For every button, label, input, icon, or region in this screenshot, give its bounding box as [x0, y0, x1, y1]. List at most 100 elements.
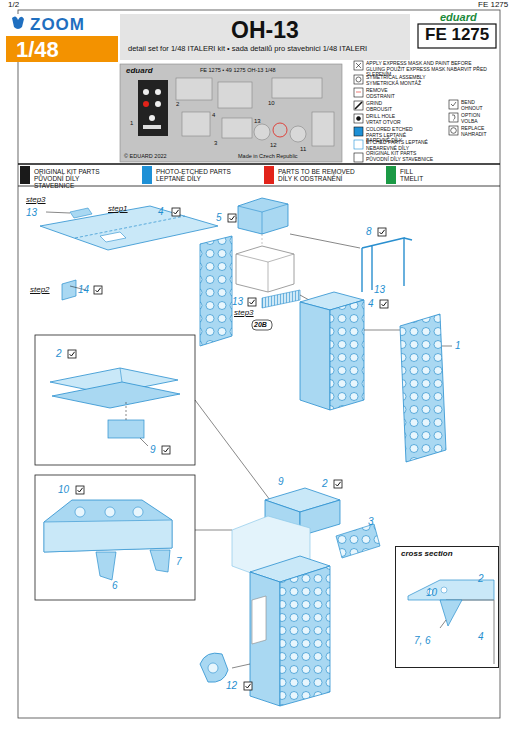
- callout-number: 9: [278, 476, 284, 487]
- drawing-line: [442, 346, 452, 347]
- drawing-polygon: [100, 232, 126, 242]
- drawing-line: [290, 234, 360, 248]
- drawing-polygon: [330, 300, 364, 410]
- fret-copyright: © EDUARD 2022: [124, 153, 167, 159]
- step-label: step2: [30, 286, 50, 295]
- drawing-circle: [133, 507, 143, 517]
- drawing-polygon: [336, 524, 380, 558]
- drawing-circle: [357, 117, 361, 121]
- fret-part-number: 10: [268, 100, 275, 107]
- drawing-rect: [120, 14, 410, 60]
- drawing-polygon: [62, 280, 76, 300]
- drawing-line: [364, 330, 400, 331]
- step-label: step1: [108, 205, 128, 214]
- legend-text: PARTS TO BE REMOVED DÍLY K ODSTRANĚNÍ: [278, 168, 364, 182]
- callout-number: 7: [176, 556, 182, 567]
- legend-text: REPLACE NAHRADIT: [461, 126, 493, 137]
- fret-part-number: 2: [176, 101, 179, 108]
- drawing-polygon: [236, 246, 294, 292]
- drawing-path: [356, 92, 361, 93]
- drawing-rect: [252, 320, 272, 330]
- drawing-line: [75, 216, 185, 238]
- fret-origin: Made in Czech Republic: [238, 153, 298, 159]
- drawing-line: [268, 262, 269, 292]
- legend-text: DRILL HOLE VRTAT OTVOR: [366, 114, 402, 125]
- drawing-rect: [120, 64, 342, 162]
- bend-mark: [172, 208, 180, 216]
- callout-number: 2: [322, 478, 328, 489]
- drawing-polygon: [280, 566, 330, 706]
- fret-part-number: 13: [254, 118, 261, 125]
- legend-text: FILL TMELIT: [400, 168, 426, 182]
- drawing-line: [236, 254, 268, 262]
- bend-mark: [94, 286, 102, 294]
- bend-mark: [334, 480, 342, 488]
- drawing-line: [18, 186, 500, 187]
- drawing-polygon: [252, 596, 266, 644]
- callout-number: 4: [158, 206, 164, 217]
- legend-text: ORIGINAL KIT PARTS PŮVODNÍ DÍLY STAVEBNI…: [34, 168, 120, 189]
- drawing-rect: [354, 101, 363, 110]
- drawing-rect: [35, 475, 195, 600]
- callout-number: 14: [78, 284, 89, 295]
- drawing-line: [262, 212, 263, 234]
- legend-text: ORIGINAL KIT PARTS PŮVODNÍ DÍLY STAVEBNI…: [366, 151, 436, 162]
- drawing-line: [46, 212, 70, 213]
- drawing-circle: [105, 507, 115, 517]
- drawing-rect: [354, 75, 363, 84]
- callout-number: 1: [455, 340, 461, 351]
- drawing-path: [356, 63, 361, 68]
- inset-box: cross section1027, 64: [395, 546, 499, 668]
- drawing-circle: [143, 101, 149, 107]
- callout-number: 4: [368, 298, 374, 309]
- step-label: step3: [26, 196, 46, 205]
- drawing-rect: [449, 126, 458, 135]
- drawing-polygon: [40, 206, 218, 250]
- drawing-path: [355, 102, 362, 109]
- drawing-rect: [354, 140, 363, 149]
- color-swatch: [264, 166, 274, 184]
- step-label: step3: [234, 309, 254, 318]
- legend-text: REMOVE ODSTRANIT: [366, 88, 396, 99]
- callout-number: 13: [232, 296, 243, 307]
- drawing-line: [262, 234, 263, 246]
- drawing-polygon: [96, 552, 116, 580]
- drawing-rect: [138, 80, 168, 136]
- drawing-polygon: [262, 290, 300, 308]
- drawing-rect: [354, 127, 363, 136]
- callout-number: 4: [478, 631, 484, 642]
- color-swatch: [142, 166, 152, 184]
- drawing-rect: [143, 125, 161, 129]
- drawing-rect: [6, 14, 118, 36]
- drawing-circle: [75, 507, 85, 517]
- callout-number: 10: [58, 484, 69, 495]
- drawing-path: [12, 16, 24, 29]
- drawing-line: [238, 206, 262, 212]
- drawing-path: [451, 102, 456, 106]
- fret-part-number: 3: [214, 140, 217, 147]
- drawing-polygon: [44, 500, 172, 552]
- drawing-rect: [354, 153, 363, 162]
- legend-text: PHOTO-ETCHED PARTS LEPTANÉ DÍLY: [156, 168, 242, 182]
- color-swatch: [20, 166, 30, 184]
- callout-number: 2: [56, 348, 62, 359]
- callout-number: 7, 6: [414, 635, 431, 646]
- drawing-line: [126, 402, 127, 420]
- drawing-circle: [290, 126, 306, 142]
- drawing-line: [232, 664, 250, 668]
- legend-text: SYMETRICAL ASSEMBLY SYMETRICKÁ MONTÁŽ: [366, 75, 426, 86]
- set-code-box: FE 1275: [425, 26, 489, 45]
- drawing-path: [362, 238, 404, 292]
- maker-logo: eduard: [440, 11, 477, 23]
- bend-mark: [380, 300, 388, 308]
- drawing-circle: [254, 124, 270, 140]
- drawing-line: [268, 254, 294, 262]
- fret-part-number: 1: [130, 120, 133, 127]
- drawing-polygon: [440, 600, 462, 626]
- drawing-rect: [18, 10, 500, 718]
- callout-number: 13: [26, 207, 37, 218]
- callout-number: 13: [374, 284, 385, 295]
- bend-mark: [162, 446, 170, 454]
